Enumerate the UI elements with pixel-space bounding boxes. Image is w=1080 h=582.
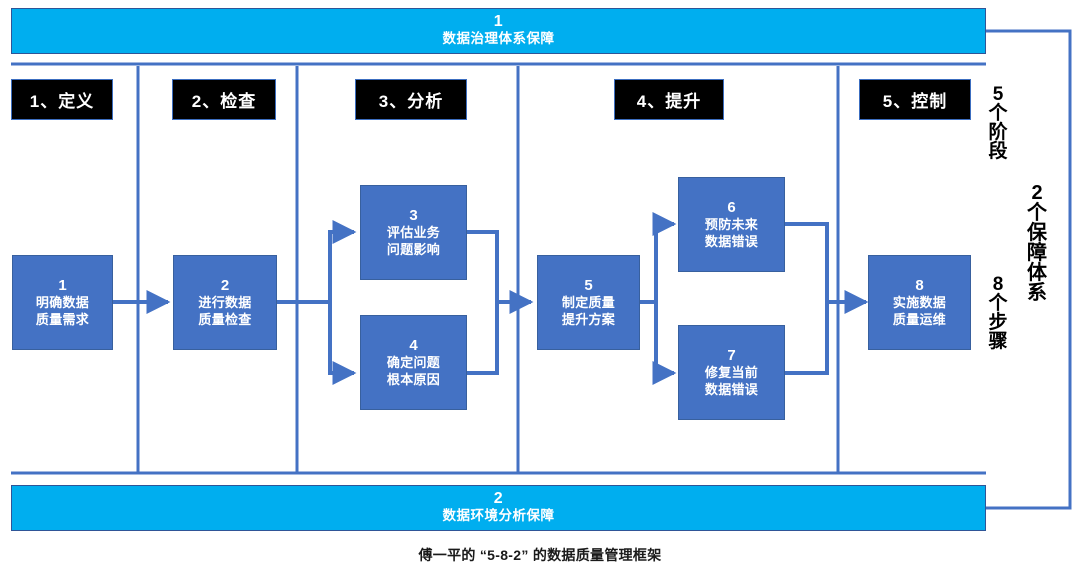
step-6-line1: 预防未来 (704, 217, 759, 233)
step-4-number: 4 (409, 337, 418, 355)
step-7-line1: 修复当前 (704, 365, 759, 381)
step-1-line2: 质量需求 (35, 311, 90, 327)
step-2-line1: 进行数据 (198, 295, 252, 311)
connector-7-to-merge (785, 302, 829, 375)
side-label-stages-count: 5个阶段 (988, 84, 1008, 162)
banner-top-number: 1 (493, 13, 504, 31)
step-5-line2: 提升方案 (561, 311, 616, 327)
step-3-line2: 问题影响 (386, 241, 441, 257)
step-5-line1: 制定质量 (561, 295, 616, 311)
step-4-line2: 根本原因 (386, 371, 441, 387)
banner-top-label: 数据治理体系保障 (442, 30, 555, 46)
connector-4-to-merge (467, 302, 499, 375)
step-7-line2: 数据错误 (704, 381, 759, 397)
connector-split-to-3 (328, 220, 357, 302)
step-7-number: 7 (727, 347, 736, 365)
step-6-number: 6 (727, 199, 736, 217)
stage-chip-3[interactable]: 3、分析 (355, 79, 467, 120)
step-8-line2: 质量运维 (892, 311, 947, 327)
step-box-4[interactable]: 4 确定问题 根本原因 (360, 315, 467, 410)
step-box-7[interactable]: 7 修复当前 数据错误 (678, 325, 785, 420)
step-box-3[interactable]: 3 评估业务 问题影响 (360, 185, 467, 280)
step-box-1[interactable]: 1 明确数据 质量需求 (12, 255, 113, 350)
stage-chip-1[interactable]: 1、定义 (11, 79, 113, 120)
connector-3-to-merge (467, 230, 499, 302)
guarantee-banner-bottom[interactable]: 2 数据环境分析保障 (11, 485, 986, 531)
step-box-6[interactable]: 6 预防未来 数据错误 (678, 177, 785, 272)
step-4-line1: 确定问题 (386, 355, 441, 371)
step-1-line1: 明确数据 (35, 295, 90, 311)
stage-chip-2[interactable]: 2、检查 (172, 79, 276, 120)
guarantee-banner-top[interactable]: 1 数据治理体系保障 (11, 8, 986, 54)
guarantee-bracket (986, 29, 1072, 510)
connector-split-to-4 (328, 302, 357, 385)
banner-bottom-label: 数据环境分析保障 (442, 507, 555, 523)
stage-chip-5[interactable]: 5、控制 (859, 79, 971, 120)
side-label-systems-count: 2个保障体系 (1027, 182, 1047, 304)
step-8-line1: 实施数据 (892, 295, 947, 311)
step-3-number: 3 (409, 207, 418, 225)
step-2-number: 2 (220, 277, 230, 295)
step-3-line1: 评估业务 (386, 225, 441, 241)
step-box-5[interactable]: 5 制定质量 提升方案 (537, 255, 640, 350)
step-8-number: 8 (915, 277, 924, 295)
banner-bottom-number: 2 (493, 490, 504, 508)
step-2-line2: 质量检查 (198, 311, 252, 327)
connector-split-to-6 (652, 212, 677, 302)
side-label-steps-count: 8个步骤 (988, 274, 1008, 352)
step-box-2[interactable]: 2 进行数据 质量检查 (173, 255, 277, 350)
figure-caption: 傅一平的 “5-8-2” 的数据质量管理框架 (418, 547, 662, 563)
step-1-number: 1 (58, 277, 67, 295)
connector-6-to-merge (785, 222, 829, 302)
stage-chip-4[interactable]: 4、提升 (614, 79, 724, 120)
step-5-number: 5 (584, 277, 593, 295)
step-6-line2: 数据错误 (704, 233, 759, 249)
connector-split-to-7 (652, 302, 677, 385)
step-box-8[interactable]: 8 实施数据 质量运维 (868, 255, 971, 350)
